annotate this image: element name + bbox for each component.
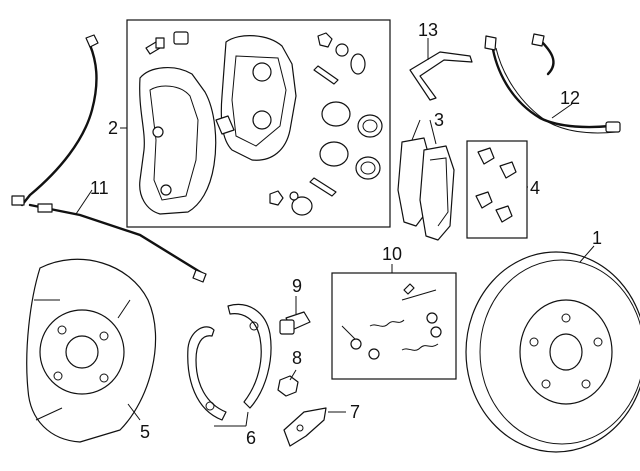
part-rotor	[465, 251, 640, 453]
part-brake-pads	[397, 137, 455, 241]
part-caliper-housing	[215, 35, 297, 161]
part-caliper-bracket	[139, 67, 217, 215]
part-adjuster	[279, 311, 311, 335]
callout-2: 2	[108, 118, 118, 138]
spring-kit-box	[331, 272, 457, 380]
callout-1: 1	[592, 228, 602, 248]
callout-4: 4	[530, 178, 540, 198]
part-spring-kit	[341, 283, 442, 360]
part-nut	[277, 375, 299, 397]
callout-7: 7	[350, 402, 360, 422]
part-pad-clips	[475, 147, 517, 223]
callout-labels: 1 2 3 4 5 6 7 8 9 10 11 12 13	[90, 20, 602, 448]
callout-6: 6	[246, 428, 256, 448]
callout-8: 8	[292, 348, 302, 368]
callout-9: 9	[292, 276, 302, 296]
leader-lines	[75, 38, 595, 427]
callout-13: 13	[418, 20, 438, 40]
part-caliper-small-hardware	[145, 31, 383, 216]
part-bracket	[409, 51, 473, 101]
pad-hardware-box	[466, 140, 528, 239]
callout-10: 10	[382, 244, 402, 264]
callout-11: 11	[90, 178, 109, 198]
callout-5: 5	[140, 422, 150, 442]
caliper-kit-box	[126, 19, 391, 228]
part-parking-shoes	[187, 303, 272, 421]
part-sensor-wire	[484, 33, 621, 134]
part-dust-shield	[26, 258, 157, 443]
callout-3: 3	[434, 110, 444, 130]
part-lever	[283, 407, 327, 447]
callout-12: 12	[560, 88, 580, 108]
part-brake-hose-front	[11, 34, 207, 283]
